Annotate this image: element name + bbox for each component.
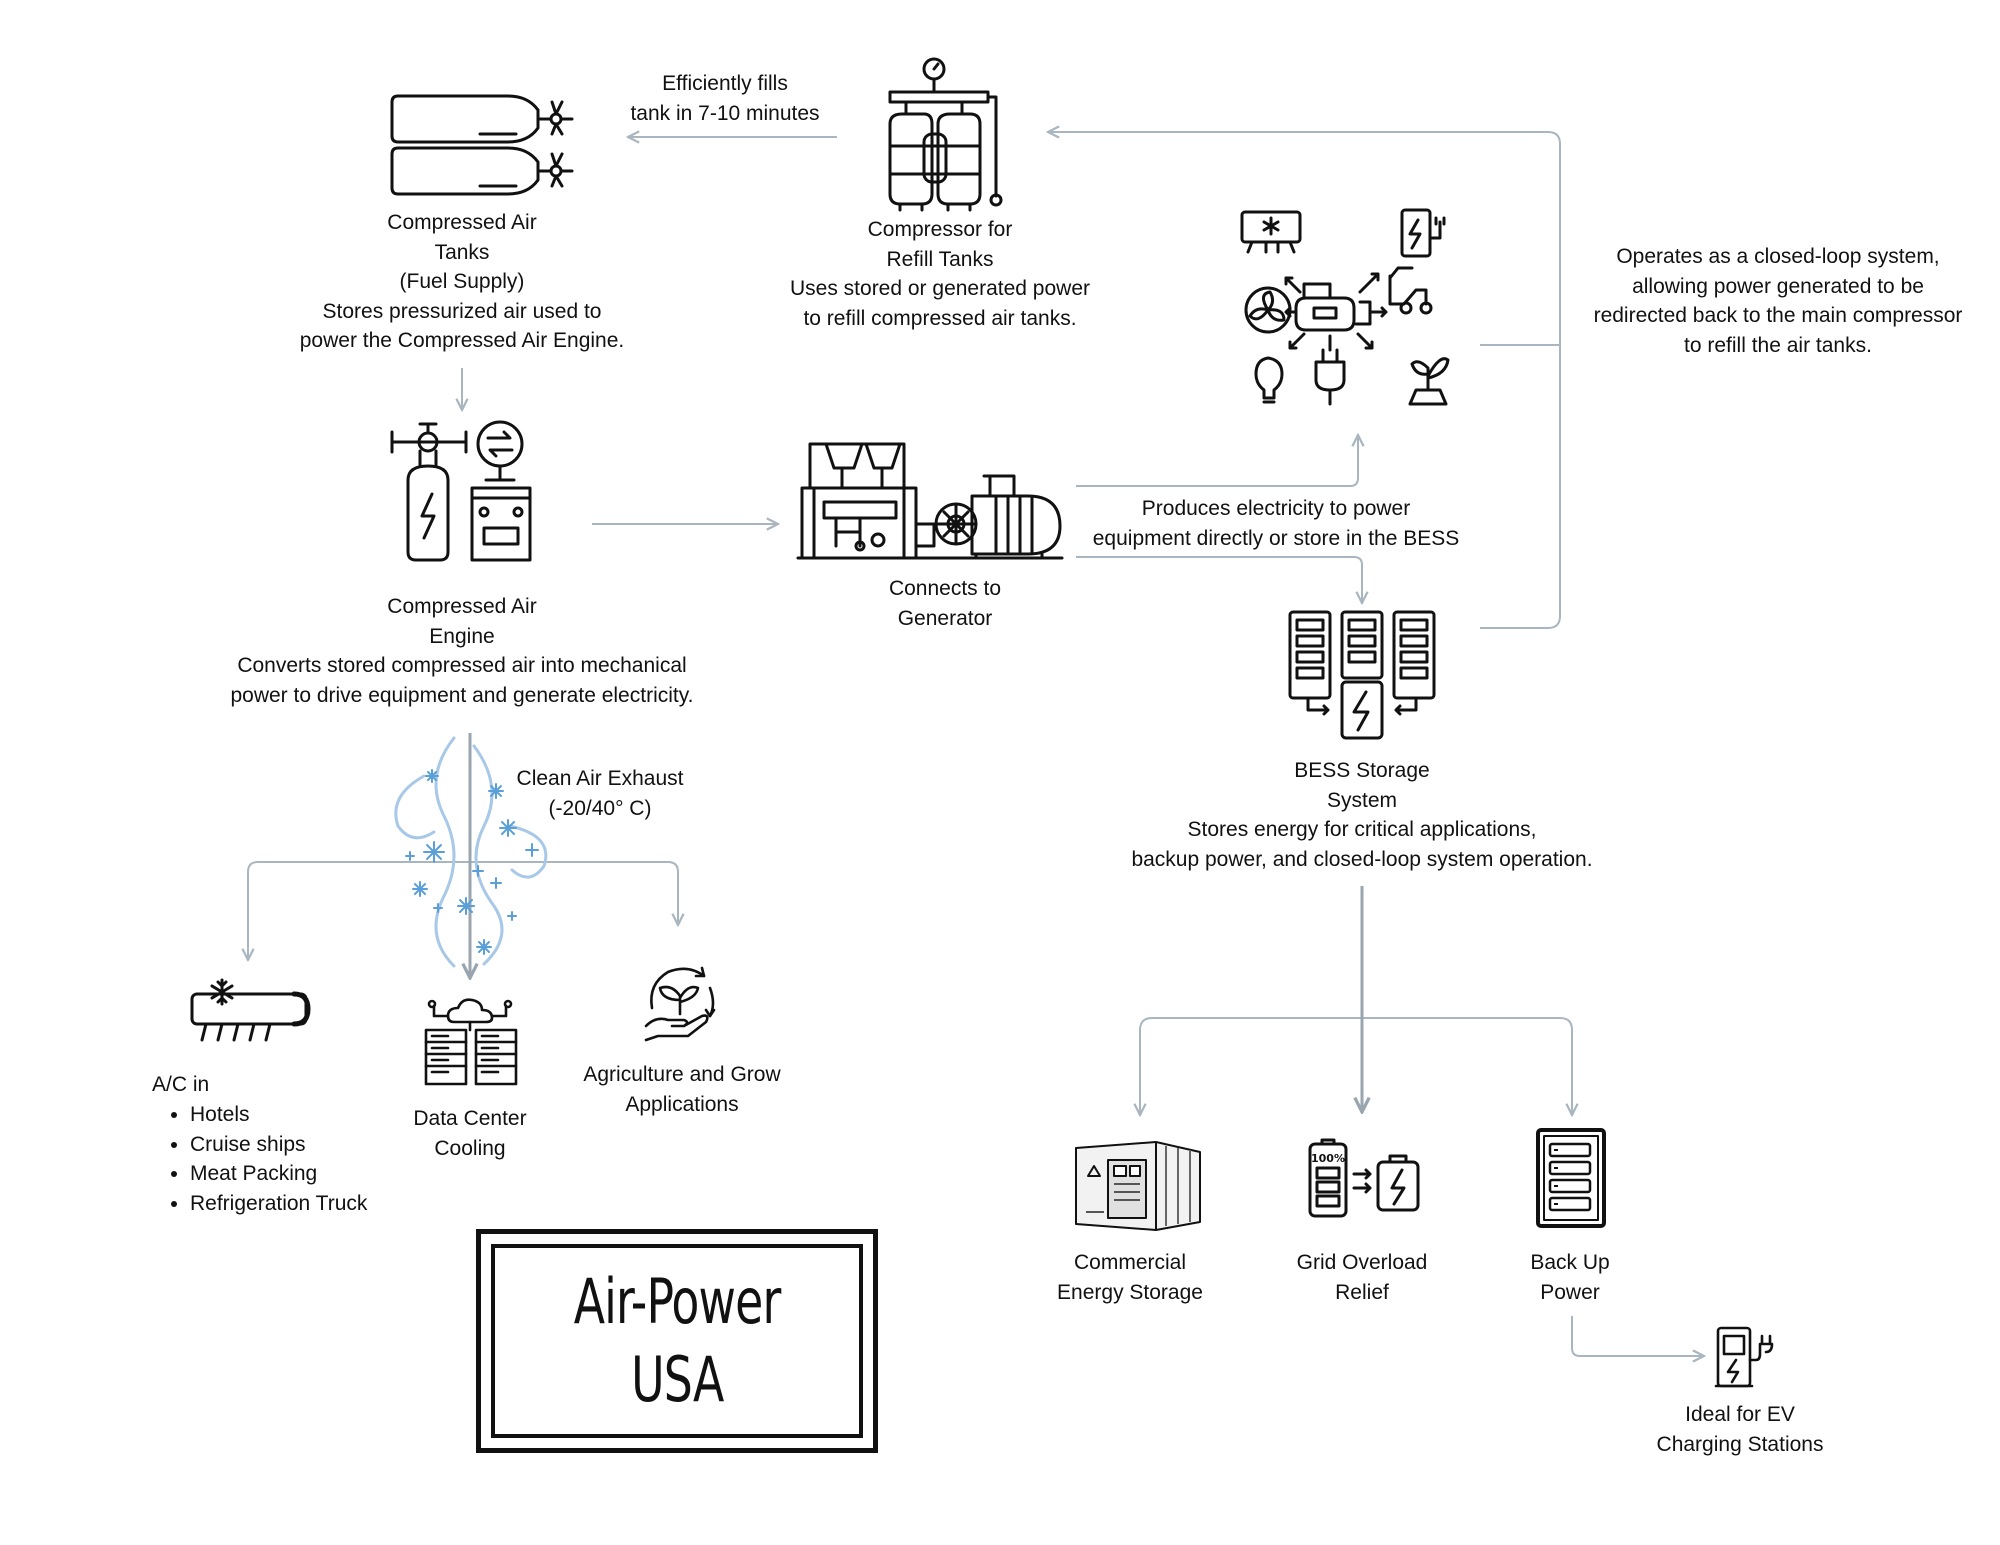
label-line: Compressed Air bbox=[387, 595, 537, 618]
label-line: Agriculture and Grow bbox=[583, 1063, 781, 1086]
list-item: Cruise ships bbox=[190, 1130, 367, 1160]
logo-inner-frame: Air-Power USA bbox=[491, 1244, 863, 1438]
node-label-backup: Back Up Power bbox=[1510, 1248, 1630, 1307]
arrow-generator-to-bess bbox=[1076, 556, 1362, 603]
label-line: (Fuel Supply) bbox=[399, 270, 525, 293]
label-line: Connects to bbox=[888, 577, 1002, 600]
backup-power-icon bbox=[1536, 1128, 1608, 1228]
clean-air-snow-icon bbox=[384, 736, 560, 972]
label-line: to refill compressed air tanks. bbox=[803, 306, 1077, 330]
label-line: backup power, and closed-loop system ope… bbox=[1131, 847, 1593, 871]
compressed-air-tanks-icon bbox=[388, 90, 576, 200]
list-item: Meat Packing bbox=[190, 1159, 367, 1189]
label-line: power the Compressed Air Engine. bbox=[299, 329, 625, 352]
node-label-engine: Compressed Air Engine Converts stored co… bbox=[202, 592, 722, 710]
label-line: Commercial bbox=[1073, 1251, 1186, 1274]
node-label-grid: Grid Overload Relief bbox=[1272, 1248, 1452, 1307]
node-label-tanks: Compressed Air Tanks (Fuel Supply) Store… bbox=[282, 208, 642, 356]
label-line: power to drive equipment and generate el… bbox=[230, 683, 694, 707]
arrow-exhaust-branch-ac bbox=[248, 861, 470, 960]
label-line: Charging Stations bbox=[1656, 1432, 1824, 1456]
air-power-usa-logo: Air-Power USA bbox=[476, 1229, 878, 1453]
label-line: Tanks bbox=[434, 240, 490, 264]
node-label-bess: BESS Storage System Stores energy for cr… bbox=[1108, 756, 1616, 874]
label-line: Applications bbox=[625, 1092, 739, 1116]
node-label-ac-title: A/C in bbox=[152, 1070, 209, 1100]
data-center-icon bbox=[424, 996, 518, 1086]
commercial-storage-icon bbox=[1074, 1140, 1202, 1232]
arrow-generator-to-hub bbox=[1076, 435, 1358, 487]
agriculture-icon bbox=[644, 964, 720, 1044]
label-line: Converts stored compressed air into mech… bbox=[237, 654, 687, 677]
arrow-exhaust-branch-agri bbox=[470, 861, 678, 925]
edge-label-line: to refill the air tanks. bbox=[1684, 333, 1872, 357]
label-line: Power bbox=[1540, 1280, 1600, 1304]
edge-label-line: allowing power generated to be bbox=[1632, 274, 1924, 298]
ac-application-list: Hotels Cruise ships Meat Packing Refrige… bbox=[152, 1100, 367, 1218]
label-line: Stores energy for critical applications, bbox=[1187, 818, 1537, 841]
edge-label-line: redirected back to the main compressor bbox=[1593, 304, 1963, 327]
label-line: Stores pressurized air used to bbox=[322, 299, 602, 323]
arrow-backup-to-ev bbox=[1571, 1316, 1704, 1356]
node-label-compressor: Compressor for Refill Tanks Uses stored … bbox=[770, 215, 1110, 333]
label-line: Compressed Air bbox=[387, 211, 537, 234]
label-line: Refill Tanks bbox=[886, 247, 994, 271]
compressed-air-engine-icon bbox=[390, 418, 538, 562]
label-line: Grid Overload bbox=[1296, 1251, 1428, 1274]
generator-icon bbox=[796, 436, 1066, 562]
edge-label-line: (-20/40° C) bbox=[548, 796, 652, 820]
label-line: Relief bbox=[1335, 1280, 1389, 1304]
label-line: Ideal for EV bbox=[1685, 1403, 1795, 1426]
list-item: Refrigeration Truck bbox=[190, 1189, 367, 1219]
ac-unit-icon bbox=[190, 976, 312, 1044]
ev-charging-icon bbox=[1714, 1322, 1778, 1390]
label-line: A/C in bbox=[152, 1073, 210, 1096]
node-label-datacenter: Data Center Cooling bbox=[380, 1104, 560, 1163]
label-line: Energy Storage bbox=[1057, 1280, 1203, 1304]
arrow-bess-branch-commercial bbox=[1140, 1017, 1362, 1115]
label-line: Uses stored or generated power bbox=[790, 277, 1090, 300]
edge-label-line: tank in 7-10 minutes bbox=[630, 101, 820, 125]
label-line: Generator bbox=[897, 606, 993, 630]
svg-text:100%: 100% bbox=[1311, 1152, 1345, 1165]
label-line: BESS Storage bbox=[1294, 759, 1430, 782]
node-label-ev: Ideal for EV Charging Stations bbox=[1630, 1400, 1850, 1459]
node-label-agriculture: Agriculture and Grow Applications bbox=[562, 1060, 802, 1119]
label-line: Data Center bbox=[413, 1107, 527, 1130]
edge-label-fills: Efficiently fills tank in 7-10 minutes bbox=[600, 69, 850, 128]
edge-label-produces: Produces electricity to power equipment … bbox=[1066, 494, 1486, 553]
edge-label-closed-loop: Operates as a closed-loop system, allowi… bbox=[1578, 242, 1978, 360]
edge-label-line: Clean Air Exhaust bbox=[516, 767, 684, 790]
node-label-commercial: Commercial Energy Storage bbox=[1040, 1248, 1220, 1307]
logo-line-2: USA bbox=[630, 1343, 724, 1416]
edge-label-line: equipment directly or store in the BESS bbox=[1092, 526, 1460, 550]
closed-loop-bracket bbox=[1048, 132, 1561, 629]
label-line: Compressor for bbox=[867, 218, 1013, 241]
label-line: Cooling bbox=[434, 1136, 506, 1160]
equipment-hub-icon bbox=[1240, 208, 1460, 408]
logo-line-1: Air-Power bbox=[573, 1265, 782, 1338]
edge-label-line: Efficiently fills bbox=[662, 72, 788, 95]
node-label-generator: Connects to Generator bbox=[840, 574, 1050, 633]
edge-label-exhaust: Clean Air Exhaust (-20/40° C) bbox=[500, 764, 700, 823]
bess-storage-icon bbox=[1288, 610, 1436, 740]
compressor-refill-icon bbox=[884, 56, 1002, 210]
label-line: Back Up bbox=[1530, 1251, 1610, 1274]
label-line: System bbox=[1326, 788, 1397, 812]
edge-label-line: Operates as a closed-loop system, bbox=[1616, 245, 1940, 268]
label-line: Engine bbox=[429, 624, 495, 648]
edge-label-line: Produces electricity to power bbox=[1141, 497, 1411, 520]
grid-relief-icon: 100% bbox=[1308, 1138, 1422, 1218]
list-item: Hotels bbox=[190, 1100, 367, 1130]
arrow-bess-branch-backup bbox=[1362, 1017, 1572, 1115]
